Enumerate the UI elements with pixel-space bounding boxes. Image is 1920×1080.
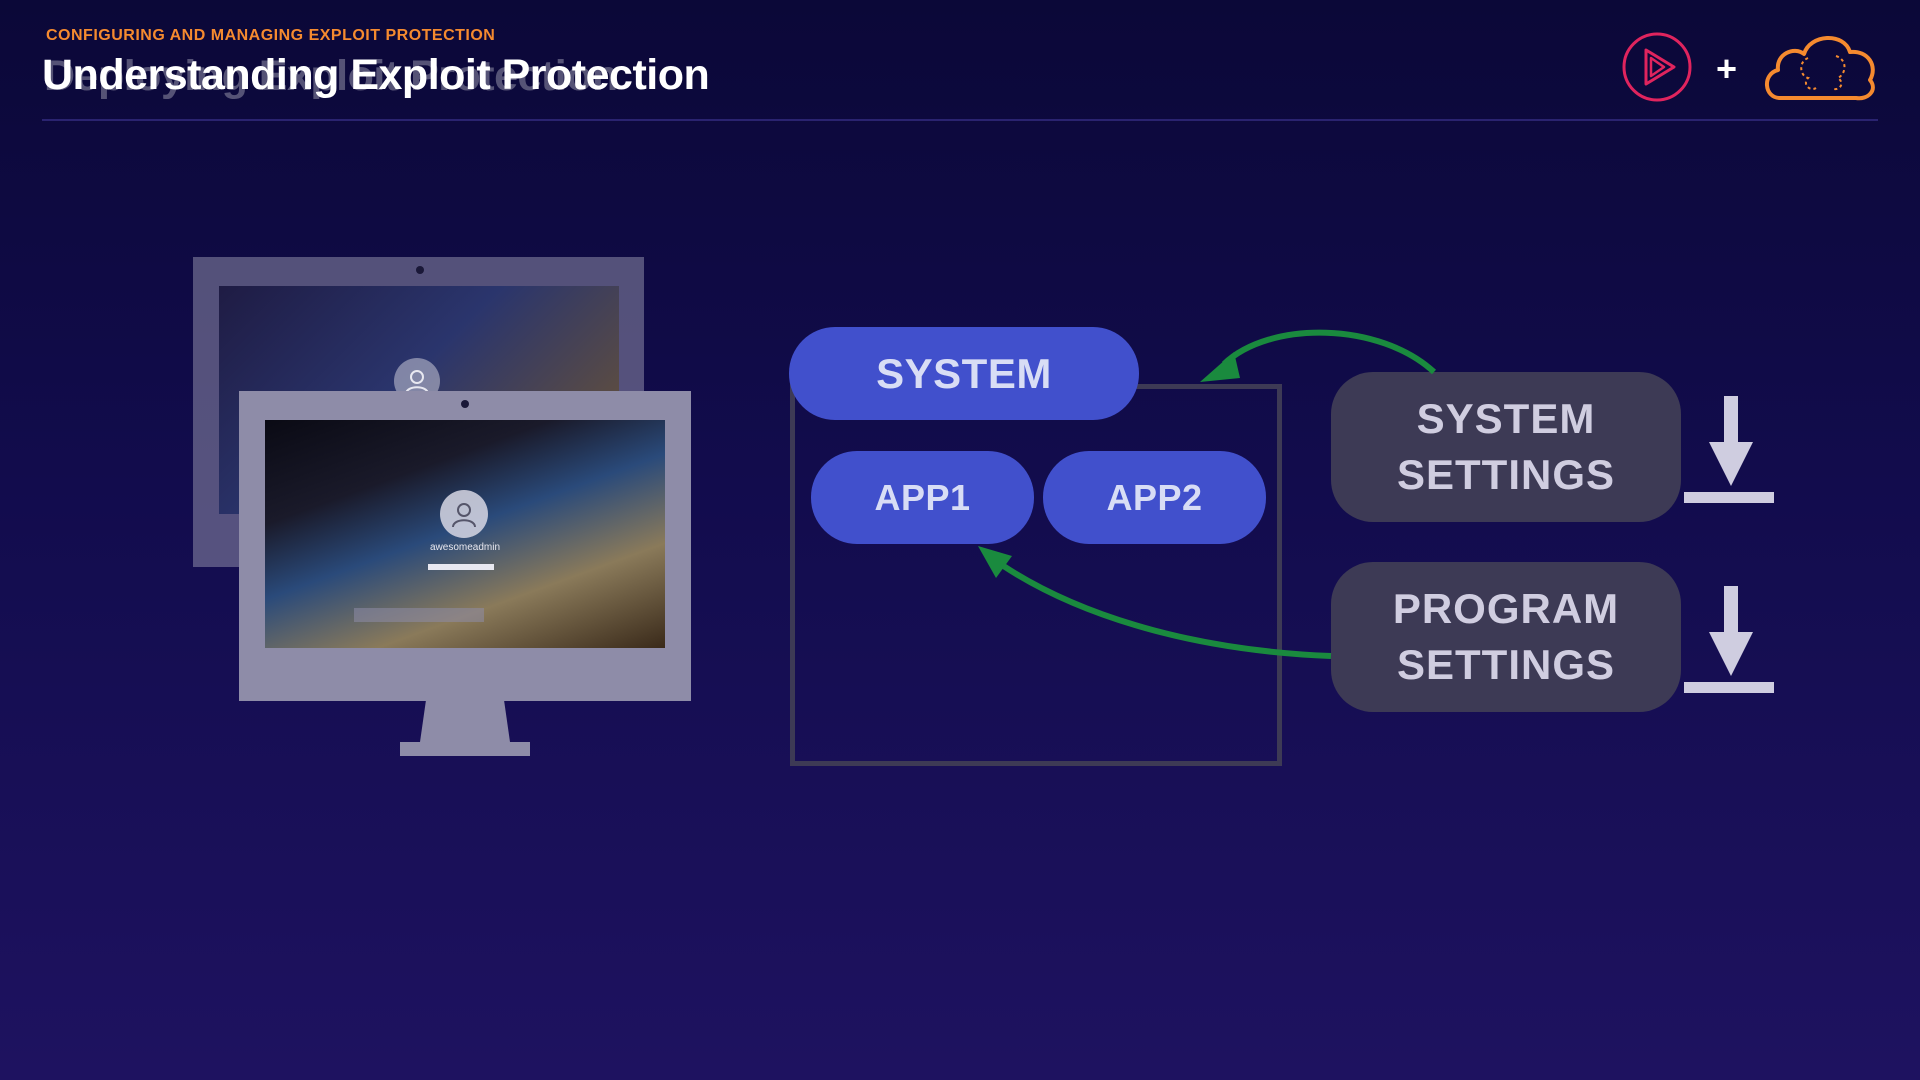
- course-kicker: CONFIGURING AND MANAGING EXPLOIT PROTECT…: [46, 27, 496, 44]
- back-monitor-stand-base: [354, 608, 484, 622]
- app2-pill: APP2: [1043, 451, 1266, 544]
- cloud-brain-icon: [1765, 36, 1875, 101]
- system-settings-arrow: [1221, 329, 1437, 375]
- user-avatar-icon: [440, 490, 488, 538]
- app1-pill: APP1: [811, 451, 1034, 544]
- download-arrow-icon: [1684, 396, 1774, 503]
- password-field: [428, 564, 494, 570]
- download-arrow-icon: [1684, 586, 1774, 693]
- system-pill: SYSTEM: [789, 327, 1139, 420]
- front-username: awesomeadmin: [429, 542, 501, 553]
- system-settings-line2: SETTINGS: [1396, 451, 1616, 498]
- play-logo-icon: [1622, 32, 1692, 102]
- system-settings-arrowhead: [1200, 352, 1240, 382]
- program-settings-line2: SETTINGS: [1396, 641, 1616, 688]
- program-settings-line1: PROGRAM: [1392, 585, 1620, 632]
- program-settings-box: PROGRAM SETTINGS: [1331, 562, 1681, 712]
- system-settings-line1: SYSTEM: [1416, 395, 1596, 442]
- system-settings-box: SYSTEM SETTINGS: [1331, 372, 1681, 522]
- front-monitor-camera: [461, 400, 469, 408]
- header-divider: [42, 119, 1878, 121]
- system-container-frame: [790, 384, 1282, 766]
- front-monitor-stand: [400, 700, 530, 756]
- plus-sign: +: [1716, 48, 1738, 89]
- slide-title: Understanding Exploit Protection: [42, 51, 710, 99]
- previous-title-faded: Deploying Exploit Protection: [44, 52, 618, 100]
- back-monitor-camera: [416, 266, 424, 274]
